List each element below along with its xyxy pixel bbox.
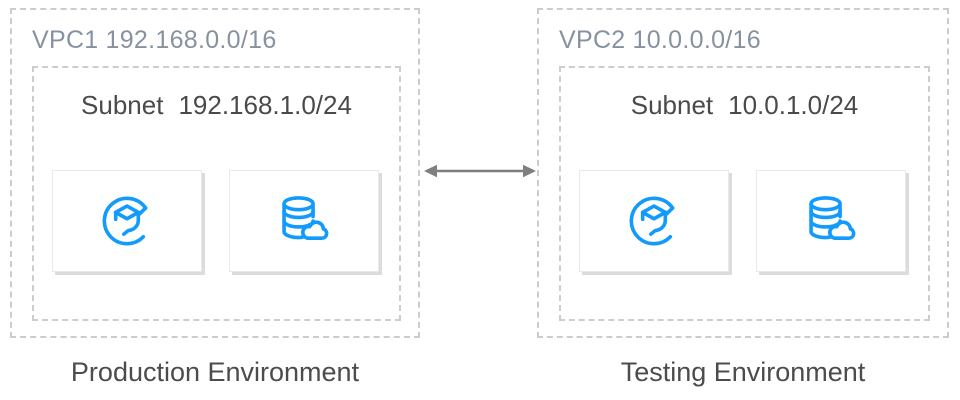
- vpc-cidr: 192.168.0.0/16: [105, 26, 277, 54]
- subnet-label: Subnet 192.168.1.0/24: [34, 90, 399, 120]
- subnet-cidr: 10.0.1.0/24: [728, 90, 859, 120]
- cloud-database-icon: [282, 196, 329, 241]
- node-card-row: [579, 170, 906, 272]
- subnet-label: Subnet 10.0.1.0/24: [561, 90, 928, 120]
- environment-caption: Testing Environment: [620, 357, 866, 387]
- subnet-cidr: 192.168.1.0/24: [178, 90, 352, 120]
- vpc-name: VPC2: [559, 26, 626, 54]
- cloud-database-node-card: [756, 170, 906, 272]
- cloud-database-icon: [809, 196, 856, 241]
- subnet-name: Subnet: [81, 90, 164, 120]
- subnet-box: Subnet 192.168.1.0/24: [32, 66, 401, 321]
- vpc-cidr: 10.0.0.0/16: [632, 26, 761, 54]
- cvm-node-card: [52, 170, 202, 272]
- vpc-name: VPC1: [32, 26, 99, 54]
- peering-arrow-icon: [424, 164, 536, 178]
- subnet-name: Subnet: [630, 90, 714, 120]
- cvm-icon: [102, 196, 148, 246]
- cloud-database-node-card: [229, 170, 379, 272]
- cvm-icon: [629, 196, 675, 246]
- node-card-row: [52, 170, 379, 272]
- subnet-box: Subnet 10.0.1.0/24: [559, 66, 930, 321]
- environment-caption: Production Environment: [70, 357, 360, 387]
- cvm-node-card: [579, 170, 729, 272]
